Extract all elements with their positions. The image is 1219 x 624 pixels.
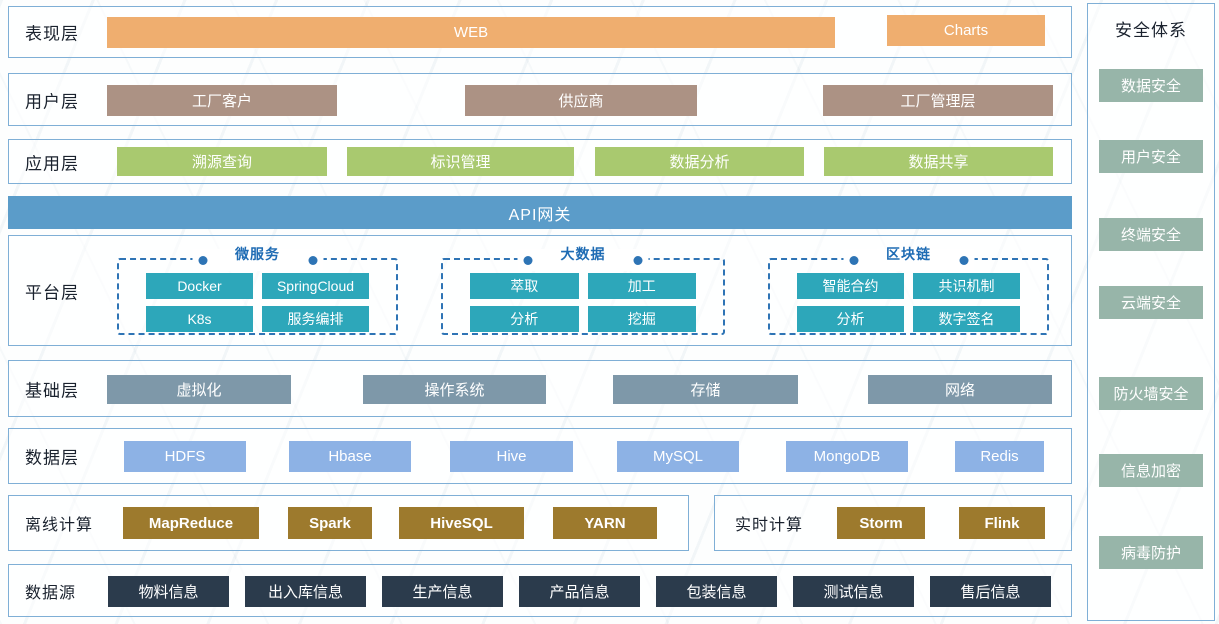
block-data-sharing: 数据共享 bbox=[824, 147, 1053, 176]
block-web: WEB bbox=[107, 17, 835, 48]
layer-user: 用户层 工厂客户 供应商 工厂管理层 bbox=[8, 73, 1072, 126]
sidebar-item-firewall-security: 防火墙安全 bbox=[1099, 377, 1203, 410]
layer-label: 离线计算 bbox=[25, 517, 94, 534]
chip-consensus: 共识机制 bbox=[913, 273, 1020, 299]
bullet-icon bbox=[523, 255, 533, 265]
layer-label: 数据源 bbox=[25, 584, 77, 602]
sidebar-item-data-security: 数据安全 bbox=[1099, 69, 1203, 102]
group-title: 微服务 bbox=[235, 246, 280, 262]
block-trace-query: 溯源查询 bbox=[117, 147, 327, 176]
layer-realtime-compute: 实时计算 Storm Flink bbox=[714, 495, 1072, 551]
block-virtualization: 虚拟化 bbox=[107, 375, 291, 404]
chip-k8s: K8s bbox=[146, 306, 253, 332]
block-hivesql: HiveSQL bbox=[399, 507, 524, 539]
group-grid: 萃取 加工 分析 挖掘 bbox=[470, 273, 696, 332]
sidebar-item-user-security: 用户安全 bbox=[1099, 140, 1203, 173]
layer-data: 数据层 HDFS Hbase Hive MySQL MongoDB Redis bbox=[8, 428, 1072, 484]
block-os: 操作系统 bbox=[363, 375, 546, 404]
bullet-icon bbox=[849, 255, 858, 265]
group-title: 区块链 bbox=[886, 246, 931, 262]
layer-infrastructure: 基础层 虚拟化 操作系统 存储 网络 bbox=[8, 360, 1072, 417]
block-factory-management: 工厂管理层 bbox=[823, 85, 1053, 116]
chip-extract: 萃取 bbox=[470, 273, 579, 299]
chip-chain-analysis: 分析 bbox=[797, 306, 904, 332]
block-hive: Hive bbox=[450, 441, 573, 472]
block-testing-info: 测试信息 bbox=[793, 576, 914, 607]
layer-presentation: 表现层 WEB Charts bbox=[8, 6, 1072, 58]
block-redis: Redis bbox=[955, 441, 1044, 472]
layer-label: 实时计算 bbox=[735, 517, 804, 534]
layer-label: 基础层 bbox=[25, 381, 79, 400]
group-header: 大数据 bbox=[517, 246, 649, 271]
sidebar-item-virus-protection: 病毒防护 bbox=[1099, 536, 1203, 569]
layer-label: 数据层 bbox=[25, 448, 79, 468]
block-network: 网络 bbox=[868, 375, 1052, 404]
layer-label: 表现层 bbox=[25, 24, 79, 44]
chip-service-orchestration: 服务编排 bbox=[262, 306, 369, 332]
group-header: 微服务 bbox=[192, 246, 323, 271]
block-packaging-info: 包装信息 bbox=[656, 576, 777, 607]
block-aftersales-info: 售后信息 bbox=[930, 576, 1051, 607]
chip-process: 加工 bbox=[587, 273, 696, 299]
layer-platform: 平台层 微服务 Docker SpringCloud K8s 服务编排 大数据 … bbox=[8, 235, 1072, 346]
chip-docker: Docker bbox=[146, 273, 253, 299]
bullet-icon bbox=[308, 255, 317, 265]
layer-data-source: 数据源 物料信息 出入库信息 生产信息 产品信息 包装信息 测试信息 售后信息 bbox=[8, 564, 1072, 617]
block-mapreduce: MapReduce bbox=[123, 507, 259, 539]
layer-label: 用户层 bbox=[25, 92, 79, 111]
block-supplier: 供应商 bbox=[465, 85, 697, 116]
bullet-icon bbox=[633, 255, 643, 265]
layer-label: 应用层 bbox=[25, 154, 79, 173]
layer-application: 应用层 溯源查询 标识管理 数据分析 数据共享 bbox=[8, 139, 1072, 184]
block-spark: Spark bbox=[288, 507, 372, 539]
security-sidebar: 安全体系 数据安全 用户安全 终端安全 云端安全 防火墙安全 信息加密 病毒防护 bbox=[1087, 3, 1215, 621]
group-title: 大数据 bbox=[560, 246, 606, 262]
block-material-info: 物料信息 bbox=[108, 576, 229, 607]
block-factory-customer: 工厂客户 bbox=[107, 85, 337, 116]
sidebar-item-cloud-security: 云端安全 bbox=[1099, 286, 1203, 319]
api-gateway-bar: API网关 bbox=[8, 196, 1072, 229]
block-hbase: Hbase bbox=[289, 441, 411, 472]
block-inventory-info: 出入库信息 bbox=[245, 576, 366, 607]
block-yarn: YARN bbox=[553, 507, 657, 539]
sidebar-item-terminal-security: 终端安全 bbox=[1099, 218, 1203, 251]
chip-smart-contract: 智能合约 bbox=[797, 273, 904, 299]
platform-group-microservices: 微服务 Docker SpringCloud K8s 服务编排 bbox=[117, 246, 398, 335]
chip-analyze: 分析 bbox=[470, 306, 579, 332]
block-id-management: 标识管理 bbox=[347, 147, 574, 176]
block-flink: Flink bbox=[959, 507, 1045, 539]
chip-springcloud: SpringCloud bbox=[262, 273, 369, 299]
bullet-icon bbox=[198, 255, 207, 265]
group-header: 区块链 bbox=[843, 246, 974, 271]
sidebar-item-info-encryption: 信息加密 bbox=[1099, 454, 1203, 487]
platform-group-bigdata: 大数据 萃取 加工 分析 挖掘 bbox=[441, 246, 725, 335]
block-mysql: MySQL bbox=[617, 441, 739, 472]
group-grid: 智能合约 共识机制 分析 数字签名 bbox=[797, 273, 1020, 332]
block-mongodb: MongoDB bbox=[786, 441, 908, 472]
layer-label: 平台层 bbox=[25, 283, 79, 302]
chip-digital-signature: 数字签名 bbox=[913, 306, 1020, 332]
sidebar-title: 安全体系 bbox=[1115, 21, 1187, 40]
chip-mine: 挖掘 bbox=[587, 306, 696, 332]
platform-group-blockchain: 区块链 智能合约 共识机制 分析 数字签名 bbox=[768, 246, 1049, 335]
block-storage: 存储 bbox=[613, 375, 798, 404]
block-hdfs: HDFS bbox=[124, 441, 246, 472]
block-storm: Storm bbox=[837, 507, 925, 539]
group-grid: Docker SpringCloud K8s 服务编排 bbox=[146, 273, 369, 332]
block-charts: Charts bbox=[887, 15, 1045, 46]
block-data-analysis: 数据分析 bbox=[595, 147, 804, 176]
bullet-icon bbox=[959, 255, 968, 265]
block-product-info: 产品信息 bbox=[519, 576, 640, 607]
block-production-info: 生产信息 bbox=[382, 576, 503, 607]
layer-offline-compute: 离线计算 MapReduce Spark HiveSQL YARN bbox=[8, 495, 689, 551]
